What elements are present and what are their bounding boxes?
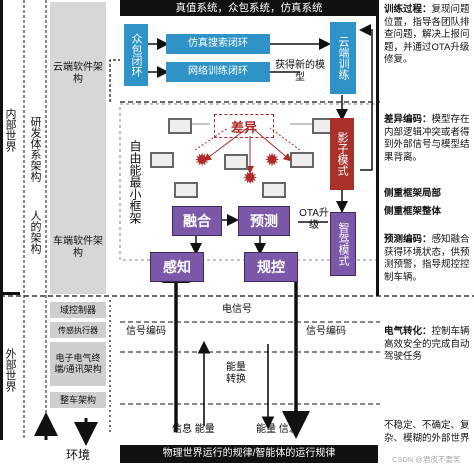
diff-note-title: 差异编码： bbox=[384, 114, 432, 125]
fusion-module: 融合 bbox=[172, 206, 222, 236]
energy-info-label: 能量 信息 bbox=[256, 424, 299, 435]
conflict-burst-icon: ✹ bbox=[242, 168, 258, 188]
layer-column bbox=[50, 2, 106, 294]
physical-law-banner: 物理世界运行的规律/智能体的运行规律 bbox=[120, 445, 378, 463]
conflict-burst-icon: ✹ bbox=[264, 150, 280, 170]
watermark: CSDN @君皮不要笑 bbox=[392, 455, 461, 464]
train-note-title: 训练过程： bbox=[384, 4, 432, 15]
train-note-body: 复现问题位置，指导各团队排查问题，解决上报问题，并通过OTA升级修复。 bbox=[384, 4, 470, 65]
perceive-module: 感知 bbox=[150, 252, 204, 282]
elec-note: 电气转化：控制车辆高效安全的完成自动驾驶任务 bbox=[384, 326, 472, 364]
predict-note-title: 预测编码： bbox=[384, 234, 432, 245]
predict-module: 预测 bbox=[238, 206, 290, 236]
elec-note-title: 电气转化： bbox=[384, 326, 432, 337]
smart-mode-box: 智驾模式 bbox=[330, 212, 356, 276]
sim-search-box: 仿真搜索闭环 bbox=[166, 34, 270, 54]
train-note: 训练过程：复现问题位置，指导各团队排查问题，解决上报问题，并通过OTA升级修复。 bbox=[384, 4, 472, 67]
vehicle-arch-label: 车端软件架构 bbox=[53, 236, 103, 259]
elec-note-body: 控制车辆高效安全的完成自动驾驶任务 bbox=[384, 326, 470, 362]
side-local-label: 侧重框架局部 bbox=[384, 188, 442, 199]
environment-label: 环境 bbox=[65, 448, 90, 462]
module-icon bbox=[224, 154, 248, 170]
energy-convert-label: 能量转换 bbox=[226, 362, 246, 385]
cloud-train-box: 云端训练 bbox=[330, 22, 356, 94]
module-icon bbox=[290, 152, 314, 168]
signal-encode-left-label: 信号编码 bbox=[126, 326, 166, 337]
vehicle-body-label: 整车架构 bbox=[50, 392, 106, 408]
module-icon bbox=[262, 182, 286, 198]
human-arch-label: 人的架构 bbox=[29, 210, 41, 254]
domain-controller-label: 域控制器 bbox=[50, 302, 106, 318]
top-banner: 真值系统，众包系统，仿真系统 bbox=[120, 0, 378, 16]
module-icon bbox=[168, 118, 192, 134]
crowdsource-box: 众包闭环 bbox=[124, 24, 148, 86]
free-min-frame-label: 自由能最小框架 bbox=[128, 140, 142, 224]
electric-signal-label: 电信号 bbox=[222, 304, 252, 315]
predict-note-body: 感知融合获得环境状态，供预测预警，指导规控控制车辆。 bbox=[384, 234, 470, 283]
outer-world-note: 不稳定、不确定、复杂、模糊的外部世界 bbox=[384, 420, 470, 444]
side-whole-label: 侧重框架整体 bbox=[384, 206, 442, 217]
diff-note-body: 模型存在内部逻辑冲突或者得到外部信号与模型结果背离。 bbox=[384, 114, 470, 163]
signal-encode-right-label: 信号编码 bbox=[306, 326, 346, 337]
difference-box: 差异 bbox=[214, 114, 274, 138]
dev-arch-label: 研发体系架构 bbox=[29, 116, 41, 182]
ota-label: OTA升级 bbox=[299, 208, 329, 231]
shadow-mode-box: 影子模式 bbox=[330, 118, 354, 190]
new-model-label: 获得新的模型 bbox=[275, 60, 325, 83]
ee-arch-label: 电子电气终端/通讯架构 bbox=[50, 342, 106, 386]
control-module: 规控 bbox=[244, 252, 298, 282]
diff-note: 差异编码：模型存在内部逻辑冲突或者得到外部信号与模型结果背离。 bbox=[384, 114, 472, 164]
module-icon bbox=[150, 152, 174, 168]
net-train-box: 网络训练闭环 bbox=[166, 62, 270, 82]
info-energy-label: 信息 能量 bbox=[172, 424, 215, 435]
outer-world-label: 外部世界 bbox=[4, 348, 16, 392]
cloud-arch-label: 云端软件架构 bbox=[53, 62, 103, 85]
inner-world-label: 内部世界 bbox=[4, 108, 16, 152]
conflict-burst-icon: ✹ bbox=[194, 150, 210, 170]
sensor-actuator-label: 传感执行器 bbox=[50, 322, 106, 338]
module-icon bbox=[174, 182, 198, 198]
predict-note: 预测编码：感知融合获得环境状态，供预测预警，指导规控控制车辆。 bbox=[384, 234, 472, 284]
